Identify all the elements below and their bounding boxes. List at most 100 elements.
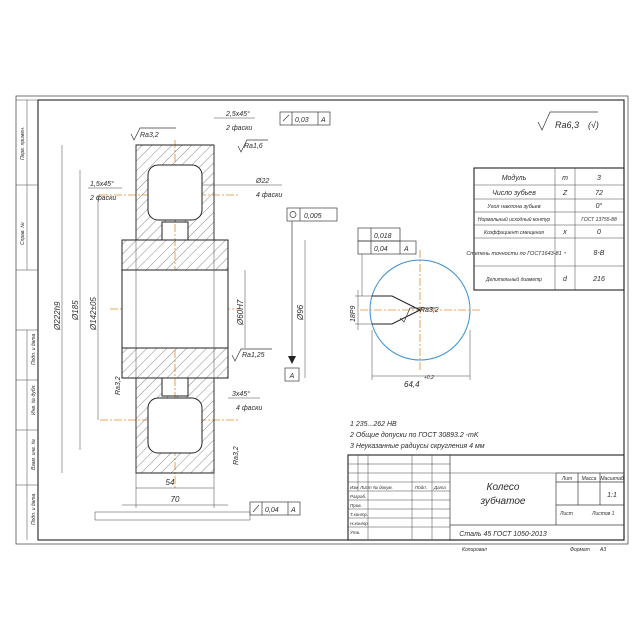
outer-frame xyxy=(15,95,629,545)
chamfer-top-count: 2 фаски xyxy=(225,125,252,132)
param-val-accuracy: 8-В xyxy=(594,250,605,257)
param-name-teeth: Число зубьев xyxy=(492,189,536,197)
tol-frame-runout-bottom: 0,04 A xyxy=(94,501,301,521)
tol-runout-bottom-value: 0,04 xyxy=(265,507,279,514)
dimension-lines xyxy=(61,145,306,508)
tb-copied: Копировал xyxy=(462,547,487,553)
tb-izm: Изм xyxy=(350,485,358,490)
tol-frame-sym: 0,04 A xyxy=(357,240,417,255)
title-block: Изм Лист № докум. Подп. Дата Разраб. Про… xyxy=(347,454,625,541)
param-sym-shift: x xyxy=(562,229,567,236)
roughness-right: Ra3,2 xyxy=(233,446,240,465)
tb-sheet: Лист xyxy=(559,511,573,517)
stamp-sprav: Справ. № xyxy=(20,222,26,245)
stamp-perv-primen: Перв. примен. xyxy=(20,127,26,160)
dim-outer: Ø222h9 xyxy=(53,301,62,331)
tb-doc: № докум. xyxy=(373,485,393,490)
keyway-tol: +0,2 xyxy=(424,375,434,381)
stamp-podp-2: Подп. и дата xyxy=(31,493,37,525)
tol-frame-runout-top: 0,03 A xyxy=(279,111,331,126)
tb-razrab: Разраб. xyxy=(350,494,366,499)
param-name-angle: Угол наклона зубьев xyxy=(486,204,540,210)
tb-col-lit: Лит xyxy=(561,476,572,482)
tb-col-scale: Масштаб xyxy=(600,476,624,482)
bore-section-view: Ra3,2 xyxy=(355,250,480,380)
note-3: 3 Неуказанные радиусы скругления 4 мм xyxy=(350,442,485,450)
tb-list: Лист xyxy=(359,485,372,490)
param-val-teeth: 72 xyxy=(595,190,603,197)
param-val-contour: ГОСТ 13755-88 xyxy=(581,217,617,223)
part-name-line1: Колесо xyxy=(487,482,520,493)
general-roughness-note: (√) xyxy=(588,120,599,130)
inner-frame xyxy=(37,99,625,541)
tol-frame-cyl: 0,005 xyxy=(286,207,338,222)
tb-prov: Пров. xyxy=(350,503,362,508)
keyway-width: 18P9 xyxy=(350,306,357,322)
param-name-accuracy: Степень точности по ГОСТ1643-81 xyxy=(466,251,561,257)
tb-date: Дата xyxy=(433,485,446,490)
tol-sym-datum: A xyxy=(403,246,409,253)
param-name-module: Модуль xyxy=(502,174,527,182)
general-roughness-value: Ra6,3 xyxy=(555,120,579,130)
tb-sheets: Листов 1 xyxy=(591,511,615,517)
tol-runout-top-datum: A xyxy=(320,117,326,124)
tol-runout-top-value: 0,03 xyxy=(295,117,309,124)
gear-params-table: Модуль m 3 Число зубьев Z 72 Угол наклон… xyxy=(466,167,625,291)
hole-top xyxy=(147,164,203,221)
chamfer-left-label: 1,5x45° xyxy=(90,180,114,188)
dim-96: Ø96 xyxy=(296,304,305,321)
dim-width-70: 70 xyxy=(171,495,180,504)
hub-top xyxy=(121,239,229,271)
roughness-bore: Ra1,25 xyxy=(242,352,265,359)
hole-dia-label: Ø22 xyxy=(255,178,269,185)
dim-185: Ø185 xyxy=(71,300,80,321)
bore xyxy=(121,269,229,349)
param-sym-module: m xyxy=(562,175,568,182)
dim-width-54: 54 xyxy=(166,478,175,487)
tol-frame-parallel: 0,018 xyxy=(357,227,401,242)
hole-bottom xyxy=(147,397,203,454)
tol-parallel-value: 0,018 xyxy=(374,233,392,240)
param-val-pitch: 216 xyxy=(592,276,605,283)
tb-format: Формат xyxy=(570,547,590,553)
datum-a-marker: A xyxy=(284,221,300,382)
dim-142: Ø142±05 xyxy=(89,297,98,331)
note-1: 1 235...262 HB xyxy=(350,421,397,428)
hole-count-label: 4 фаски xyxy=(256,192,282,199)
tb-scale: 1:1 xyxy=(607,492,617,499)
tb-nkontr: Н.контр. xyxy=(350,521,369,526)
part-name-line2: зубчатое xyxy=(480,495,526,507)
part-material: Сталь 45 ГОСТ 1050-2013 xyxy=(459,531,547,538)
param-val-module: 3 xyxy=(597,175,601,182)
param-name-contour: Нормальный исходный контур xyxy=(478,216,551,223)
param-val-angle: 0° xyxy=(596,202,603,210)
gear-section-view xyxy=(100,140,240,490)
chamfer-bottom-count: 4 фаски xyxy=(236,405,262,412)
tb-col-mass: Масса xyxy=(582,476,597,482)
param-name-pitch: Делительный диаметр xyxy=(485,276,542,283)
tol-runout-bottom-datum: A xyxy=(290,507,296,514)
roughness-face: Ra1,6 xyxy=(244,143,263,150)
chamfer-left-count: 2 фаски xyxy=(89,195,116,202)
stamp-inv-dubl: Инв. № дубл. xyxy=(31,384,37,415)
dim-bore: Ø60H7 xyxy=(236,299,245,326)
chamfer-top-label: 2,5x45° xyxy=(225,110,250,118)
note-2: 2 Общие допуски по ГОСТ 30893.2 -mK xyxy=(349,431,479,439)
tb-format-val: А3 xyxy=(599,547,606,553)
param-sym-pitch: d xyxy=(563,276,568,283)
keyway-depth: 64,4 xyxy=(404,380,420,389)
tb-tkontr: Т.контр. xyxy=(350,512,368,517)
param-sym-accuracy: - xyxy=(564,250,567,257)
tb-utv: Утв. xyxy=(350,530,360,535)
roughness-keyway: Ra3,2 xyxy=(420,307,439,314)
stamp-vzam: Взам. инв. № xyxy=(31,438,37,470)
hub-bottom xyxy=(121,347,229,379)
param-name-shift: Коэффициент смещения xyxy=(484,230,544,236)
tol-cyl-value: 0,005 xyxy=(304,213,322,220)
roughness-left: Ra3,2 xyxy=(115,376,122,395)
datum-a-label: A xyxy=(289,373,295,380)
param-val-shift: 0 xyxy=(597,229,601,236)
tol-sym-value: 0,04 xyxy=(374,246,388,253)
roughness-top: Ra3,2 xyxy=(140,132,159,139)
